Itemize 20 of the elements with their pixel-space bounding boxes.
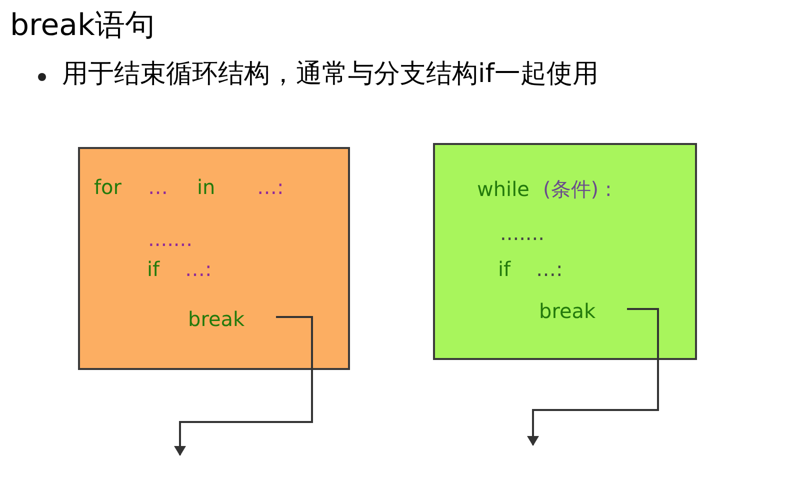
- code-box: [78, 147, 350, 370]
- code-text: …: [148, 175, 168, 199]
- code-text: if: [498, 257, 511, 281]
- code-text: if: [147, 257, 160, 281]
- code-text: …:: [185, 257, 212, 281]
- code-text: …:: [257, 175, 284, 199]
- arrow: [174, 316, 313, 456]
- code-text: for: [94, 175, 122, 199]
- code-text: (条件) :: [543, 177, 612, 201]
- code-box: [433, 143, 697, 360]
- title: break语句: [10, 8, 155, 44]
- code-text: in: [197, 175, 216, 199]
- keyword-text: break: [539, 299, 629, 323]
- code-text: …:: [536, 257, 563, 281]
- code-text: .......: [148, 227, 193, 251]
- code-text: .......: [500, 221, 545, 245]
- arrow: [527, 308, 659, 446]
- bullet-text: 用于结束循环结构，通常与分支结构if一起使用: [62, 58, 598, 90]
- keyword-text: break: [188, 307, 278, 331]
- code-text: while: [477, 177, 530, 201]
